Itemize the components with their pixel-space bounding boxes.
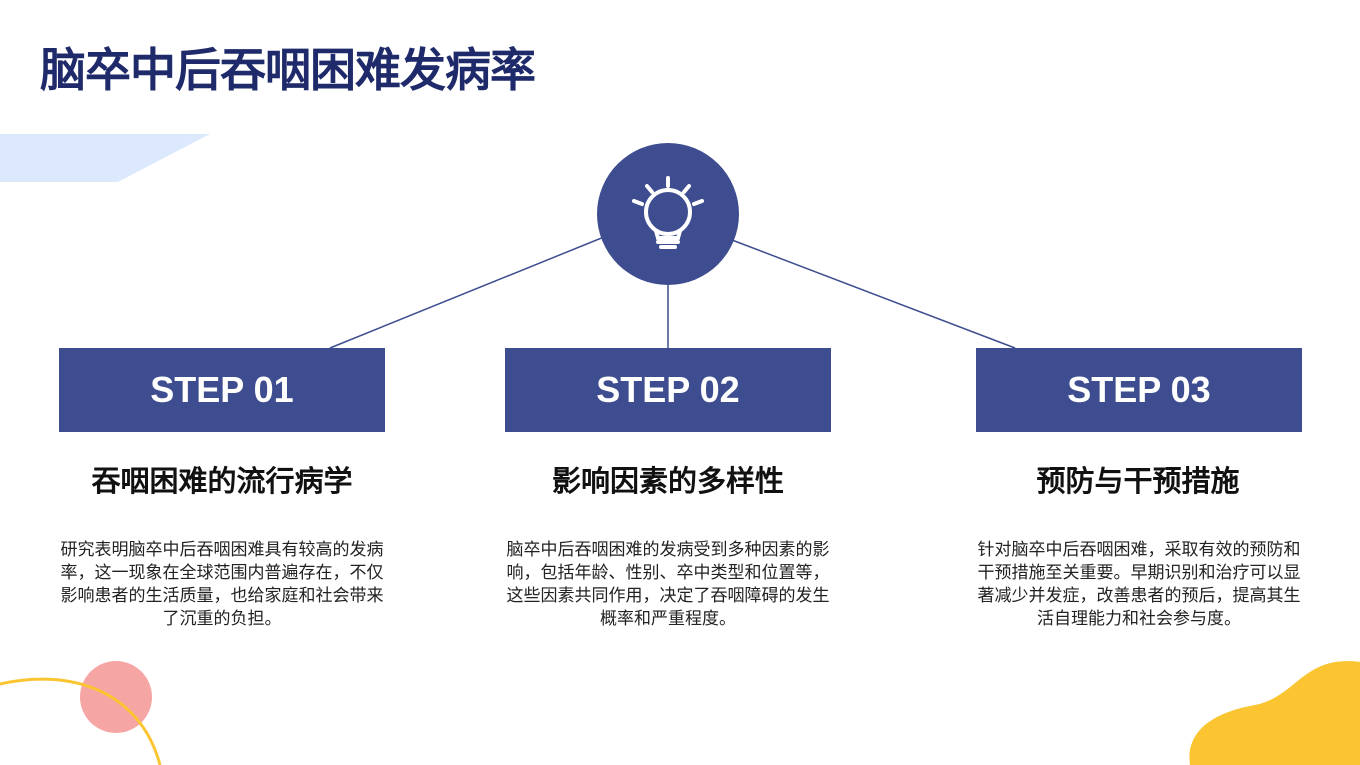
light-blue-parallelogram (0, 134, 210, 182)
step-01-box: STEP 01 (59, 348, 385, 432)
step-03-box: STEP 03 (976, 348, 1302, 432)
page-title: 脑卒中后吞咽困难发病率 (40, 43, 536, 97)
yellow-curve (0, 677, 162, 765)
lightbulb-icon (632, 176, 704, 249)
connector-line-right (731, 239, 1016, 349)
yellow-blob (1189, 661, 1360, 765)
connector-line-left (329, 236, 605, 349)
center-circle (597, 143, 739, 285)
step-02-heading: 影响因素的多样性 (551, 464, 784, 498)
step-01-heading: 吞咽困难的流行病学 (91, 464, 353, 498)
step-03-heading: 预防与干预措施 (1036, 464, 1240, 498)
step-03-body: 针对脑卒中后吞咽困难，采取有效的预防和干预措施至关重要。早期识别和治疗可以显著减… (977, 540, 1301, 629)
step-01-body: 研究表明脑卒中后吞咽困难具有较高的发病率，这一现象在全球范围内普遍存在，不仅影响… (60, 540, 384, 629)
step-02-body: 脑卒中后吞咽困难的发病受到多种因素的影响，包括年龄、性别、卒中类型和位置等，这些… (506, 540, 830, 629)
step-02-box: STEP 02 (505, 348, 831, 432)
